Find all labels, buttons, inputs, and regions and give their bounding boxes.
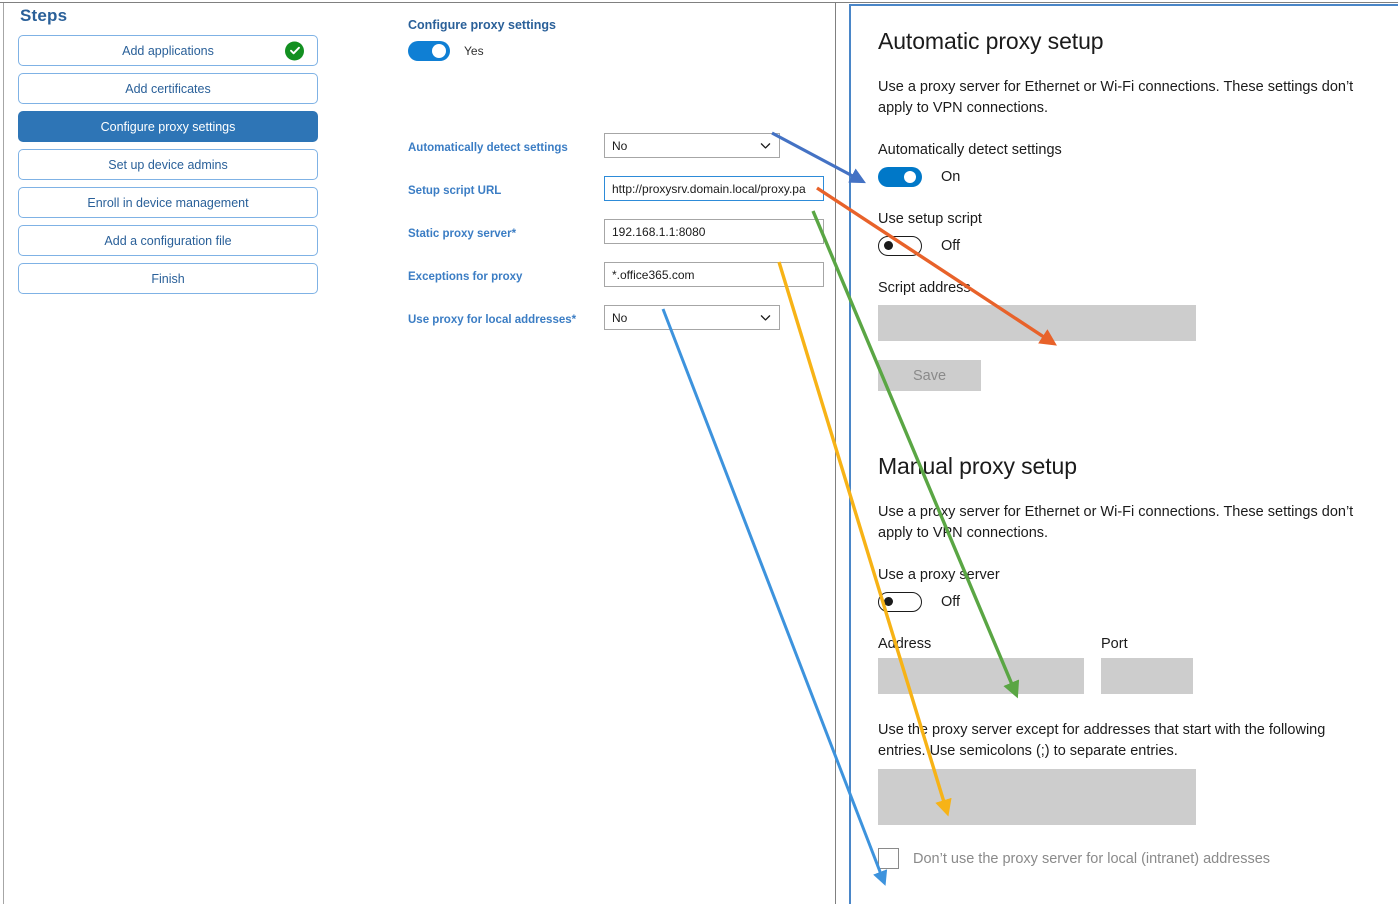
- field-label-text: Static proxy server: [408, 228, 512, 240]
- port-column: Port: [1101, 636, 1193, 695]
- middle-divider: [835, 3, 836, 904]
- form-heading: Configure proxy settings: [408, 18, 556, 32]
- step-label: Enroll in device management: [87, 195, 249, 210]
- step-enroll-in-device-management[interactable]: Enroll in device management: [18, 187, 318, 218]
- use-setup-script-label: Use setup script: [878, 211, 982, 228]
- field-label-text: Setup script URL: [408, 185, 502, 197]
- automatically-detect-settings-toggle[interactable]: [878, 167, 922, 188]
- use-proxy-for-local-addresses-select[interactable]: No: [604, 305, 780, 330]
- step-add-a-configuration-file[interactable]: Add a configuration file: [18, 225, 318, 256]
- field-label-text: Exceptions for proxy: [408, 271, 523, 283]
- field-row-automatically-detect-settings: Automatically detect settings No: [408, 131, 828, 174]
- select-value: No: [612, 138, 628, 153]
- step-set-up-device-admins[interactable]: Set up device admins: [18, 149, 318, 180]
- automatically-detect-settings-state: On: [941, 169, 961, 186]
- chevron-down-icon: [760, 315, 771, 321]
- input-value: 192.168.1.1:8080: [612, 224, 706, 239]
- configure-proxy-toggle[interactable]: [408, 41, 450, 61]
- step-label: Set up device admins: [108, 157, 228, 172]
- setup-script-url-input[interactable]: http://proxysrv.domain.local/proxy.pa: [604, 176, 824, 201]
- toggle-knob: [884, 597, 893, 607]
- port-input[interactable]: [1101, 658, 1193, 695]
- address-port-row: Address Port: [878, 636, 1372, 695]
- field-label: Static proxy server*: [408, 228, 516, 240]
- step-configure-proxy-settings[interactable]: Configure proxy settings: [18, 111, 318, 142]
- step-add-certificates[interactable]: Add certificates: [18, 73, 318, 104]
- field-row-setup-script-url: Setup script URL http://proxysrv.domain.…: [408, 174, 828, 217]
- field-row-exceptions-for-proxy: Exceptions for proxy *.office365.com: [408, 260, 828, 303]
- use-a-proxy-server-label: Use a proxy server: [878, 567, 1000, 584]
- required-marker: *: [571, 314, 577, 326]
- left-divider: [3, 3, 4, 904]
- manual-proxy-description: Use a proxy server for Ethernet or Wi-Fi…: [878, 504, 1354, 541]
- proxy-form-panel: Configure proxy settings Yes Automatical…: [408, 18, 828, 330]
- field-label: Exceptions for proxy: [408, 271, 522, 283]
- field-row-static-proxy-server: Static proxy server* 192.168.1.1:8080: [408, 217, 828, 260]
- use-setup-script-toggle[interactable]: [878, 236, 922, 257]
- save-button[interactable]: Save: [878, 360, 981, 392]
- automatically-detect-settings-label: Automatically detect settings: [878, 142, 1062, 159]
- toggle-knob: [432, 44, 446, 58]
- local-addresses-checkbox[interactable]: [878, 848, 899, 870]
- required-marker: *: [511, 228, 517, 240]
- configure-proxy-toggle-value: Yes: [464, 44, 484, 58]
- step-label: Add certificates: [125, 81, 211, 96]
- use-a-proxy-server-state: Off: [941, 594, 961, 611]
- step-label: Configure proxy settings: [100, 119, 236, 134]
- input-value: http://proxysrv.domain.local/proxy.pa: [612, 181, 806, 196]
- windows-proxy-settings-panel: Automatic proxy setup Use a proxy server…: [849, 4, 1398, 904]
- local-addresses-checkbox-label: Don’t use the proxy server for local (in…: [913, 850, 1271, 867]
- toggle-knob: [904, 171, 916, 184]
- step-label: Finish: [151, 271, 185, 286]
- field-label-text: Automatically detect settings: [408, 142, 568, 154]
- check-circle-icon: [285, 41, 304, 60]
- configure-proxy-toggle-row: Yes: [408, 41, 828, 61]
- step-add-applications[interactable]: Add applications: [18, 35, 318, 66]
- field-label: Use proxy for local addresses*: [408, 314, 576, 326]
- use-a-proxy-server-toggle[interactable]: [878, 592, 922, 613]
- script-address-label: Script address: [878, 280, 971, 297]
- use-a-proxy-server-row: Off: [878, 592, 1372, 613]
- select-value: No: [612, 310, 628, 325]
- field-label-text: Use proxy for local addresses: [408, 314, 572, 326]
- step-label: Add applications: [122, 43, 214, 58]
- address-input[interactable]: [878, 658, 1084, 695]
- step-finish[interactable]: Finish: [18, 263, 318, 294]
- use-setup-script-state: Off: [941, 238, 961, 255]
- exceptions-description: Use the proxy server except for addresse…: [878, 722, 1326, 759]
- static-proxy-server-input[interactable]: 192.168.1.1:8080: [604, 219, 824, 244]
- toggle-knob: [884, 241, 893, 251]
- automatic-proxy-description: Use a proxy server for Ethernet or Wi-Fi…: [878, 79, 1354, 116]
- form-fields: Automatically detect settings No Setup s…: [408, 131, 828, 346]
- exceptions-input[interactable]: [878, 769, 1196, 826]
- steps-title: Steps: [20, 6, 68, 25]
- field-label: Automatically detect settings: [408, 142, 568, 154]
- automatically-detect-settings-row: On: [878, 167, 1372, 188]
- top-divider: [0, 2, 1398, 3]
- port-label: Port: [1101, 636, 1128, 653]
- script-address-input[interactable]: [878, 305, 1196, 342]
- use-setup-script-row: Off: [878, 236, 1372, 257]
- step-label: Add a configuration file: [104, 233, 232, 248]
- address-label: Address: [878, 636, 932, 653]
- steps-panel: Steps Add applications Add certificates …: [18, 6, 318, 301]
- automatically-detect-settings-select[interactable]: No: [604, 133, 780, 158]
- chevron-down-icon: [760, 143, 771, 149]
- local-addresses-checkbox-row: Don’t use the proxy server for local (in…: [878, 848, 1372, 870]
- field-label: Setup script URL: [408, 185, 501, 197]
- manual-proxy-setup-heading: Manual proxy setup: [878, 453, 1077, 480]
- input-value: *.office365.com: [612, 267, 695, 282]
- exceptions-for-proxy-input[interactable]: *.office365.com: [604, 262, 824, 287]
- field-row-use-proxy-for-local-addresses: Use proxy for local addresses* No: [408, 303, 828, 346]
- automatic-proxy-setup-heading: Automatic proxy setup: [878, 28, 1104, 54]
- address-column: Address: [878, 636, 1084, 695]
